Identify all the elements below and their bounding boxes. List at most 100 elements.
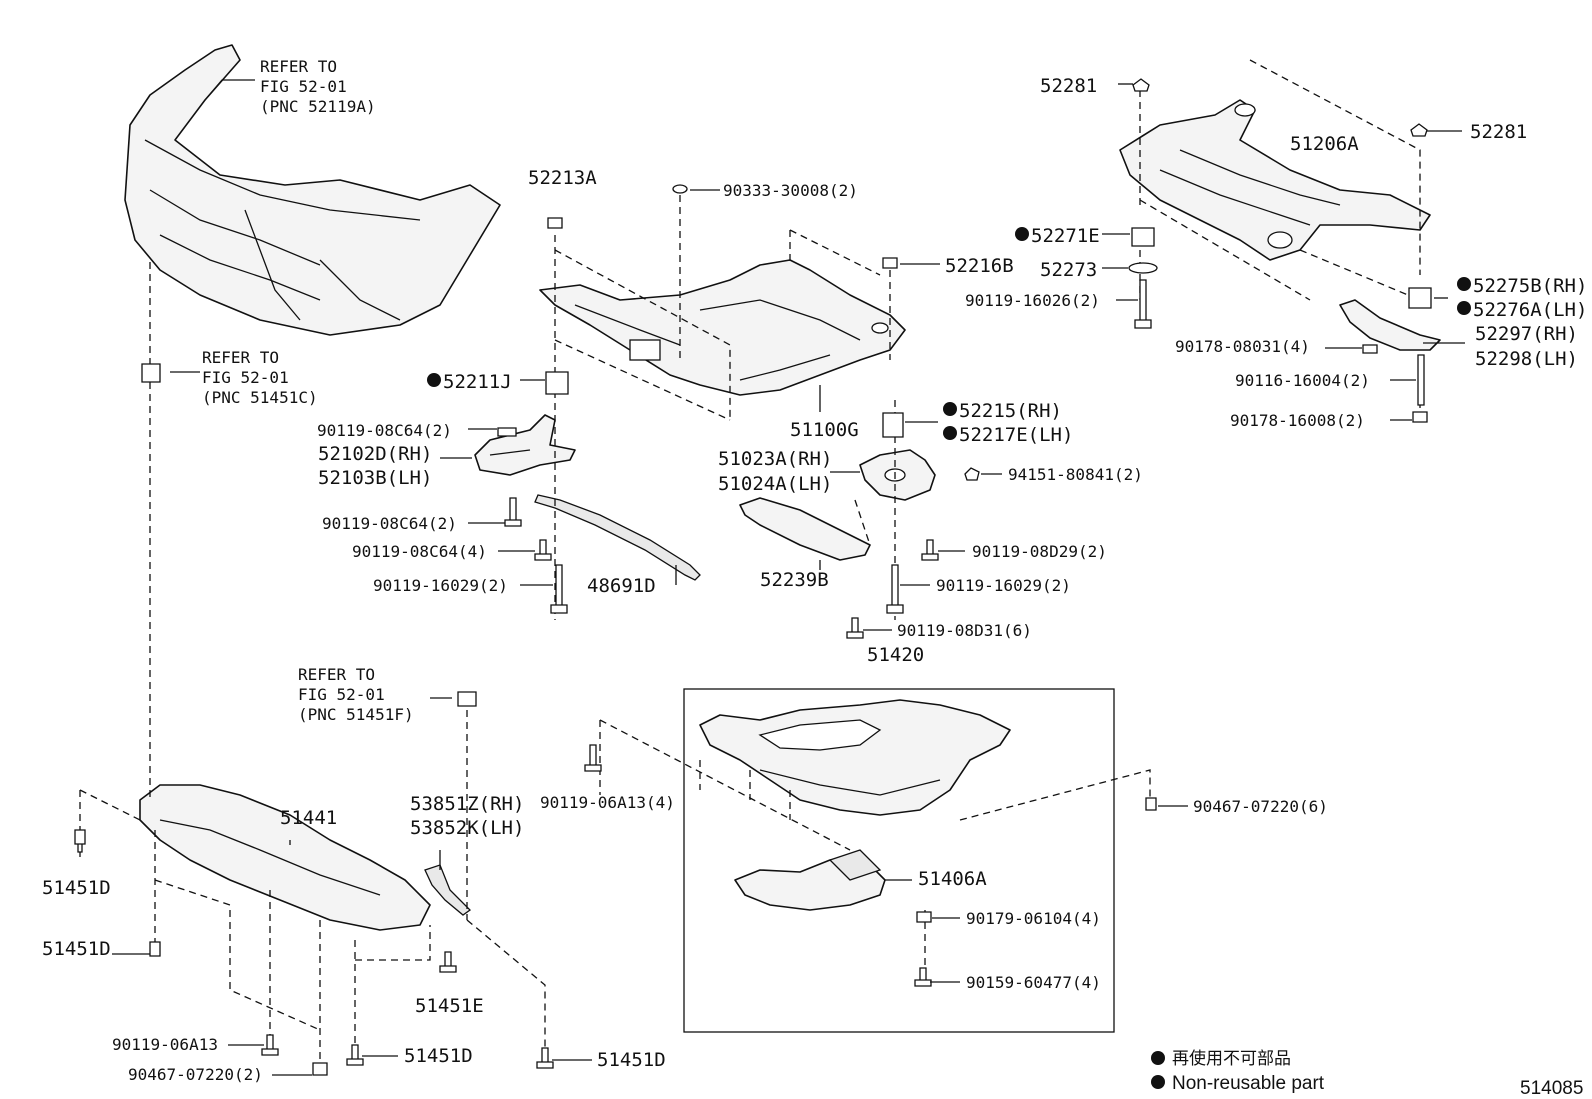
label-51206A: 51206A — [1290, 133, 1359, 155]
label-51451E: 51451E — [415, 995, 484, 1017]
bolt-icon — [914, 967, 932, 987]
label-51024A: 51024A(LH) — [718, 473, 832, 495]
label-52276A: 52276A(LH) — [1473, 299, 1587, 321]
non-reusable-dot-icon — [1457, 301, 1471, 315]
rear-suspension-crossmember — [1119, 99, 1431, 261]
brace-rod — [534, 494, 701, 581]
bolt-icon — [346, 1044, 364, 1066]
refer-to-note-1: REFER TO FIG 52-01 (PNC 52119A) — [260, 57, 376, 116]
legend-en: Non-reusable part — [1172, 1073, 1325, 1094]
kit-box — [683, 688, 1115, 1033]
label-94151-80841: 94151-80841(2) — [1008, 465, 1143, 484]
label-51023A: 51023A(RH) — [718, 448, 832, 470]
label-53851Z: 53851Z(RH) — [410, 793, 524, 815]
clip-icon — [457, 691, 477, 707]
rear-crossmember-brace — [1339, 299, 1441, 351]
label-51406A: 51406A — [918, 868, 987, 890]
bolt-icon — [1134, 279, 1152, 329]
label-90467-07220: 90467-07220(6) — [1193, 797, 1328, 816]
label-51420: 51420 — [867, 644, 924, 666]
bolt-icon — [261, 1034, 279, 1056]
bolt-icon — [534, 539, 552, 561]
refer-line: (PNC 51451F) — [298, 705, 414, 724]
non-reusable-dot-icon — [1151, 1075, 1165, 1089]
bushing-icon — [545, 371, 569, 395]
refer-line: REFER TO — [260, 57, 337, 76]
label-90179-06104: 90179-06104(4) — [966, 909, 1101, 928]
nut-icon — [1362, 344, 1378, 354]
refer-line: (PNC 51451C) — [202, 388, 318, 407]
label-90119-08C64: 90119-08C64(4) — [352, 542, 487, 561]
label-52298: 52298(LH) — [1475, 348, 1578, 370]
refer-line: FIG 52-01 — [202, 368, 289, 387]
label-90119-06A13: 90119-06A13 — [112, 1035, 218, 1054]
front-crossmember-brace — [739, 497, 871, 561]
non-reusable-dot-icon — [1457, 277, 1471, 291]
assembly-dashed-lines — [79, 59, 1421, 1065]
clip-icon — [74, 829, 86, 853]
front-suspension-crossmember — [539, 259, 906, 396]
nut-icon — [1410, 123, 1428, 137]
bolt-icon — [550, 564, 568, 614]
label-52217E: 52217E(LH) — [959, 424, 1073, 446]
label-52273: 52273 — [1040, 259, 1097, 281]
label-52211J: 52211J — [443, 371, 512, 393]
figure-number: 514085 — [1520, 1078, 1583, 1099]
crossmember-bracket — [474, 414, 576, 476]
front-bumper-cover — [124, 44, 501, 336]
bushing-icon — [1131, 227, 1155, 247]
nut-icon — [1412, 411, 1428, 423]
label-52216B: 52216B — [945, 255, 1014, 277]
label-90116-16004: 90116-16004(2) — [1235, 371, 1370, 390]
label-52102D: 52102D(RH) — [318, 443, 432, 465]
label-52281: 52281 — [1470, 121, 1527, 143]
refer-to-note-2: REFER TO FIG 52-01 (PNC 51451C) — [202, 348, 318, 407]
bushing-icon — [882, 412, 904, 438]
bolt-icon — [1417, 354, 1425, 406]
non-reusable-dot-icon — [1151, 1051, 1165, 1065]
washer-icon — [547, 217, 563, 229]
legend: 再使用不可部品 Non-reusable part — [1151, 1048, 1325, 1094]
bolt-icon — [886, 564, 904, 614]
nut-icon — [1132, 78, 1150, 92]
leader-lines — [112, 79, 1465, 1076]
label-90119-08D29: 90119-08D29(2) — [972, 542, 1107, 561]
washer-icon — [882, 257, 898, 269]
hardware — [74, 78, 1432, 1076]
label-51451D: 51451D — [42, 877, 111, 899]
label-51451D: 51451D — [42, 938, 111, 960]
bolt-icon — [439, 951, 457, 973]
non-reusable-dot-icon — [943, 402, 957, 416]
bolt-icon — [921, 539, 939, 561]
label-90119-06A13: 90119-06A13(4) — [540, 793, 675, 812]
non-reusable-dot-icon — [427, 373, 441, 387]
label-90119-16029: 90119-16029(2) — [373, 576, 508, 595]
label-52275B: 52275B(RH) — [1473, 275, 1587, 297]
clip-icon — [1145, 797, 1157, 811]
label-52271E: 52271E — [1031, 225, 1100, 247]
label-52215: 52215(RH) — [959, 400, 1062, 422]
non-reusable-dot-icon — [1015, 227, 1029, 241]
label-48691D: 48691D — [587, 575, 656, 597]
label-90119-08C64: 90119-08C64(2) — [317, 421, 452, 440]
label-90333-30008: 90333-30008(2) — [723, 181, 858, 200]
label-51100G: 51100G — [790, 419, 859, 441]
bolt-icon — [497, 427, 517, 437]
label-90178-16008: 90178-16008(2) — [1230, 411, 1365, 430]
bolt-icon — [504, 497, 522, 527]
clip-icon — [149, 941, 161, 957]
engine-under-cover — [699, 699, 1011, 816]
refer-line: FIG 52-01 — [298, 685, 385, 704]
legend-jp: 再使用不可部品 — [1172, 1048, 1291, 1069]
refer-line: REFER TO — [298, 665, 375, 684]
engine-under-cover-front — [734, 849, 886, 911]
bolt-icon — [584, 744, 602, 772]
front-undercover — [139, 784, 431, 931]
plug-icon — [672, 184, 688, 194]
label-51451D: 51451D — [597, 1049, 666, 1071]
label-90119-16029: 90119-16029(2) — [936, 576, 1071, 595]
non-reusable-dot-icon — [943, 426, 957, 440]
refer-line: FIG 52-01 — [260, 77, 347, 96]
label-90467-07220: 90467-07220(2) — [128, 1065, 263, 1084]
